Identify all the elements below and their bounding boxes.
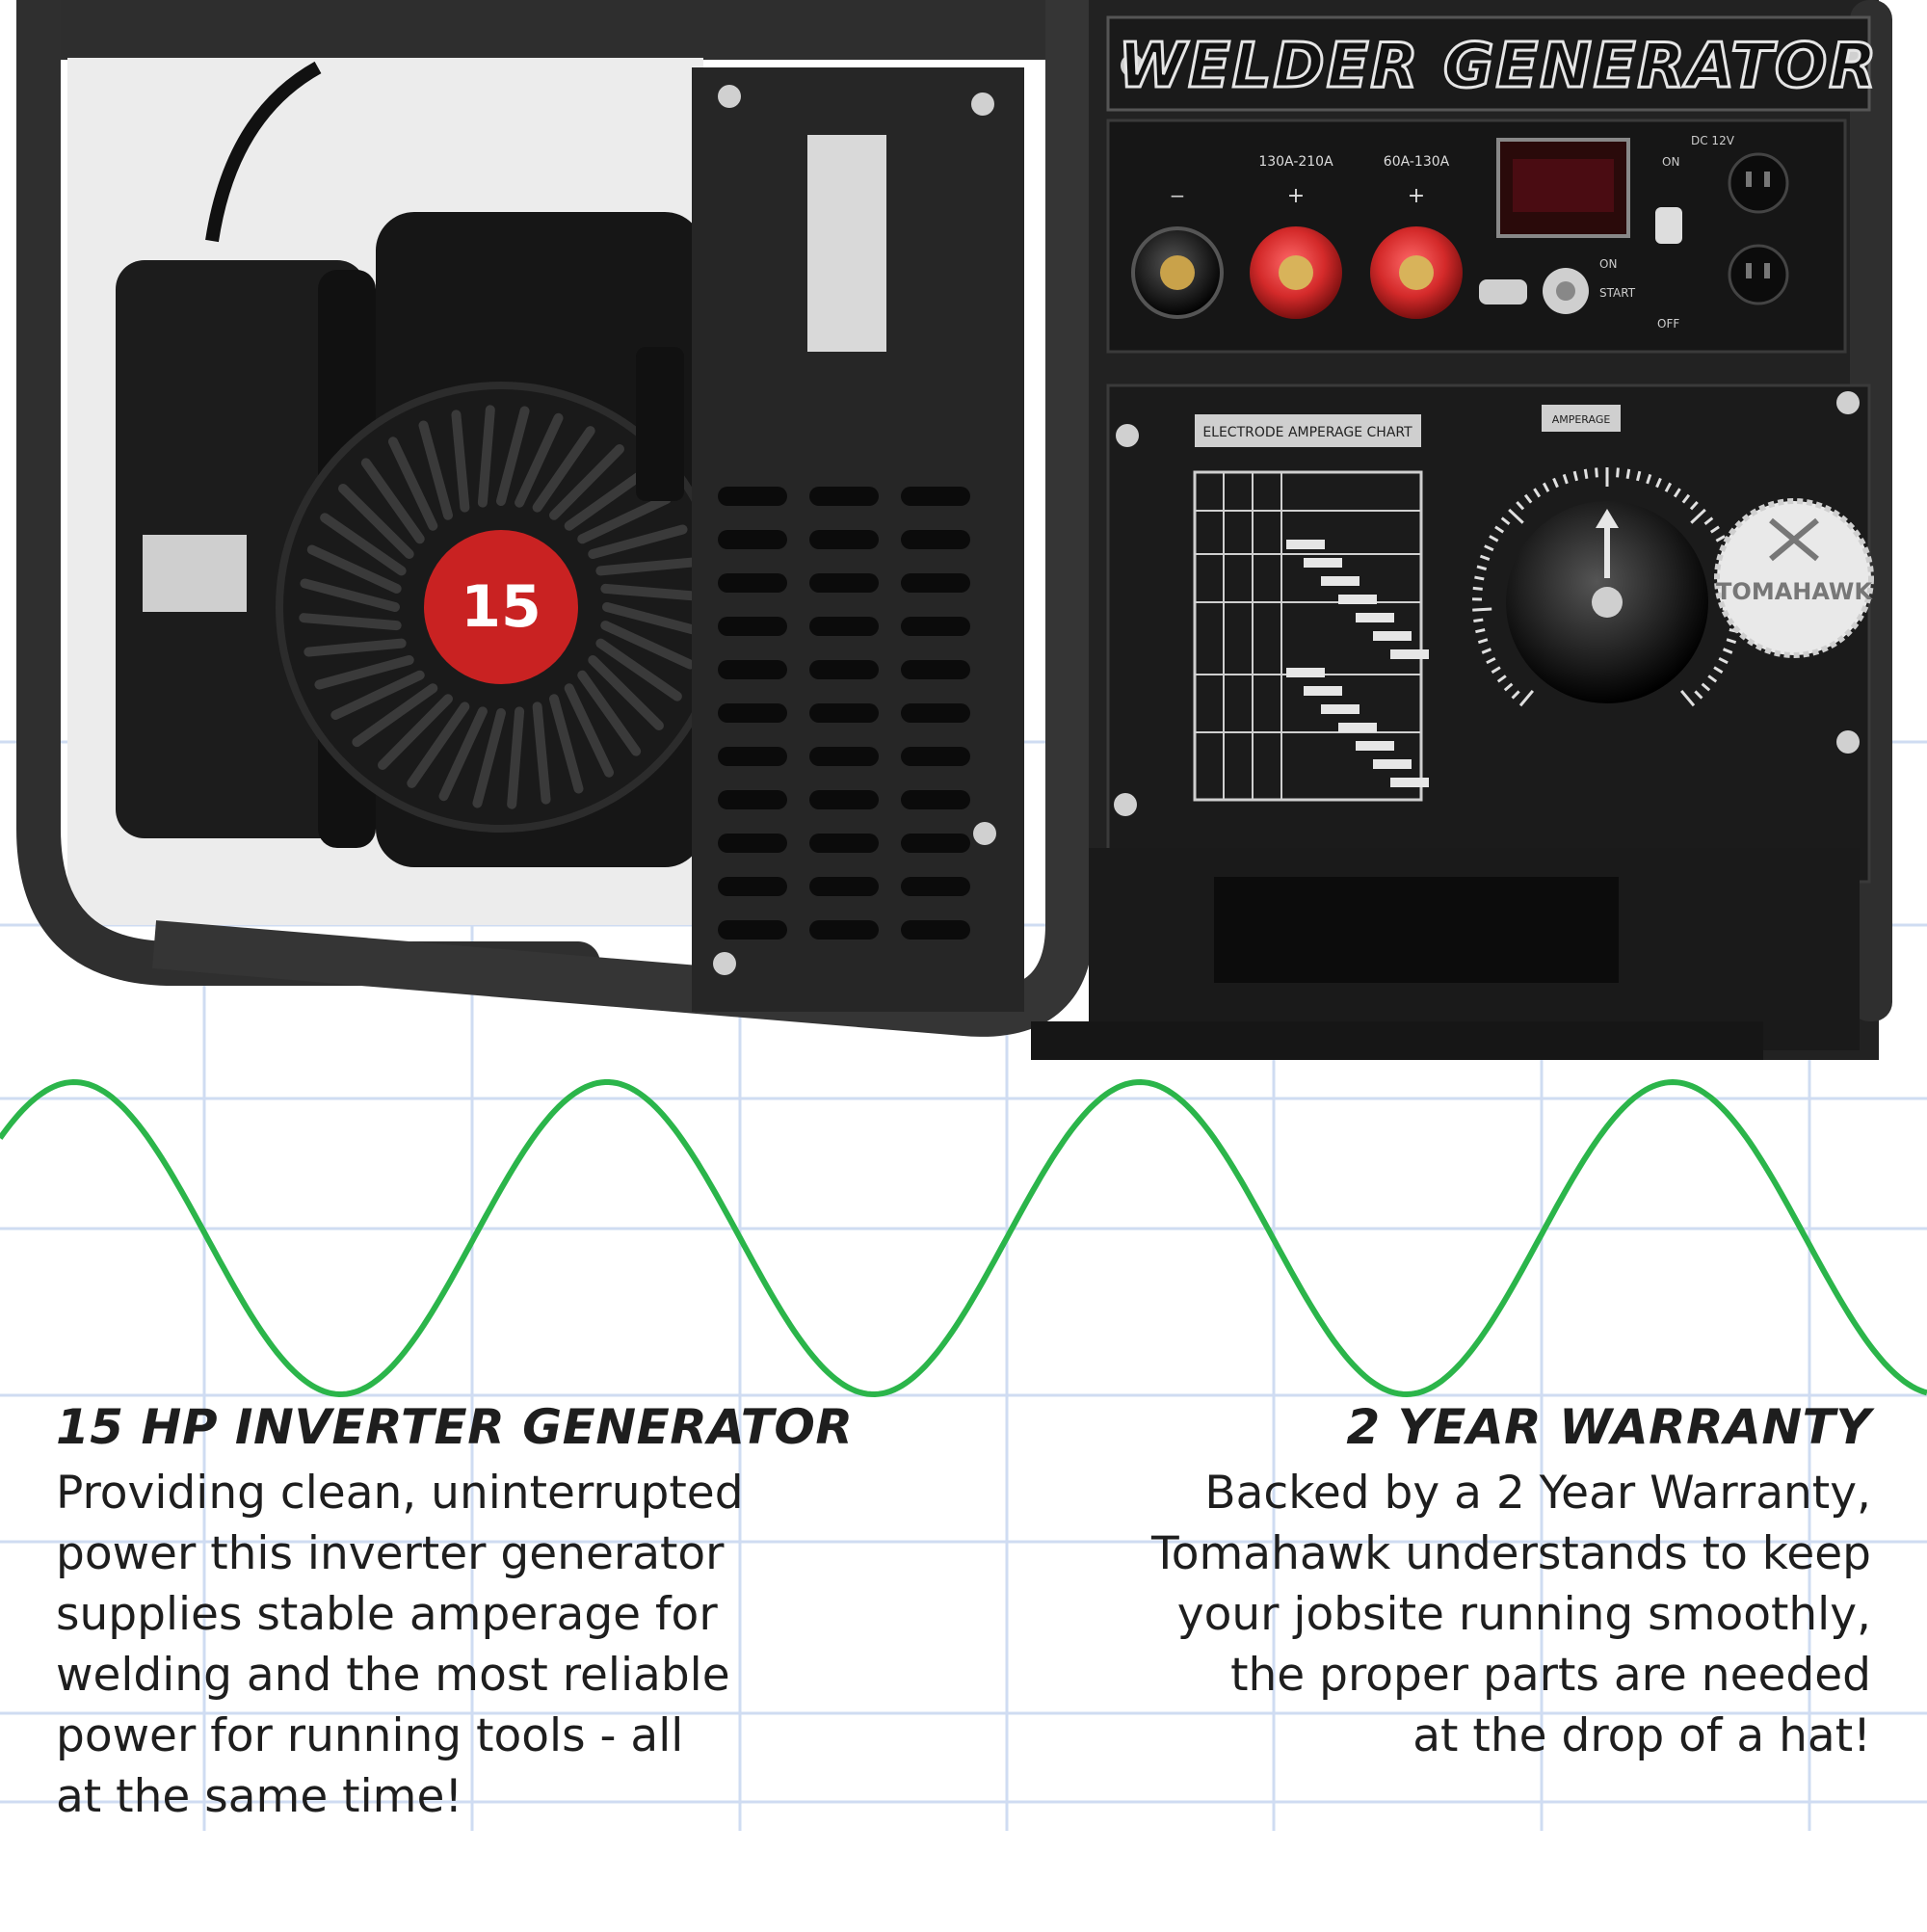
frame-top-bar <box>39 0 1118 60</box>
plus-label-2: + <box>1408 184 1425 208</box>
plus-label-1: + <box>1287 184 1305 208</box>
base-opening <box>1214 877 1619 983</box>
breaker-on-label: ON <box>1662 155 1679 169</box>
feature-inverter: 15 HP INVERTER GENERATOR Providing clean… <box>56 1399 923 1827</box>
range-low-label: 60A-130A <box>1384 154 1450 170</box>
generator: 15 WELDER GENERATOR − 130A-210A + 60A-13… <box>39 0 1892 1060</box>
positive-terminal-low[interactable] <box>1370 226 1463 319</box>
circuit-breaker[interactable] <box>1655 207 1682 244</box>
digital-meter-screen <box>1513 159 1614 212</box>
chart-label-text: ELECTRODE AMPERAGE CHART <box>1202 425 1412 440</box>
tomahawk-logo-text: TOMAHAWK <box>1716 578 1873 605</box>
feature-inverter-title: 15 HP INVERTER GENERATOR <box>56 1399 923 1455</box>
control-panel <box>1108 120 1845 352</box>
feature-inverter-body: Providing clean, uninterrupted power thi… <box>56 1463 923 1827</box>
amperage-dial-knob[interactable] <box>1506 501 1708 703</box>
ac-outlet-top[interactable] <box>1729 154 1787 212</box>
range-high-label: 130A-210A <box>1258 154 1333 170</box>
side-warning-label <box>807 135 886 352</box>
ignition-switch[interactable] <box>1543 268 1589 314</box>
base-skid <box>1031 1021 1763 1060</box>
negative-terminal[interactable] <box>1133 228 1222 317</box>
recoil-handle <box>636 347 684 501</box>
ac-outlet-bottom[interactable] <box>1729 246 1787 304</box>
sine-wave <box>0 1082 1927 1394</box>
banner-text: WELDER GENERATOR <box>1118 31 1878 102</box>
positive-terminal-high[interactable] <box>1250 226 1342 319</box>
feature-warranty-body: Backed by a 2 Year Warranty, Tomahawk un… <box>1004 1463 1871 1766</box>
engine-badge-text: 15 <box>461 573 541 641</box>
feature-warranty-title: 2 YEAR WARRANTY <box>1004 1399 1871 1455</box>
dial-label-text: AMPERAGE <box>1552 413 1611 426</box>
switch-on-label: ON <box>1599 257 1617 271</box>
negative-terminal-label: − <box>1170 184 1186 207</box>
air-filter-label <box>143 535 247 612</box>
dc-output-label: DC 12V <box>1691 134 1735 147</box>
tomahawk-logo: TOMAHAWK <box>1716 501 1873 655</box>
switch-start-label: START <box>1599 286 1636 300</box>
breaker-off-label: OFF <box>1657 317 1679 331</box>
feature-warranty: 2 YEAR WARRANTY Backed by a 2 Year Warra… <box>1004 1399 1871 1766</box>
toggle-switch[interactable] <box>1479 279 1527 304</box>
